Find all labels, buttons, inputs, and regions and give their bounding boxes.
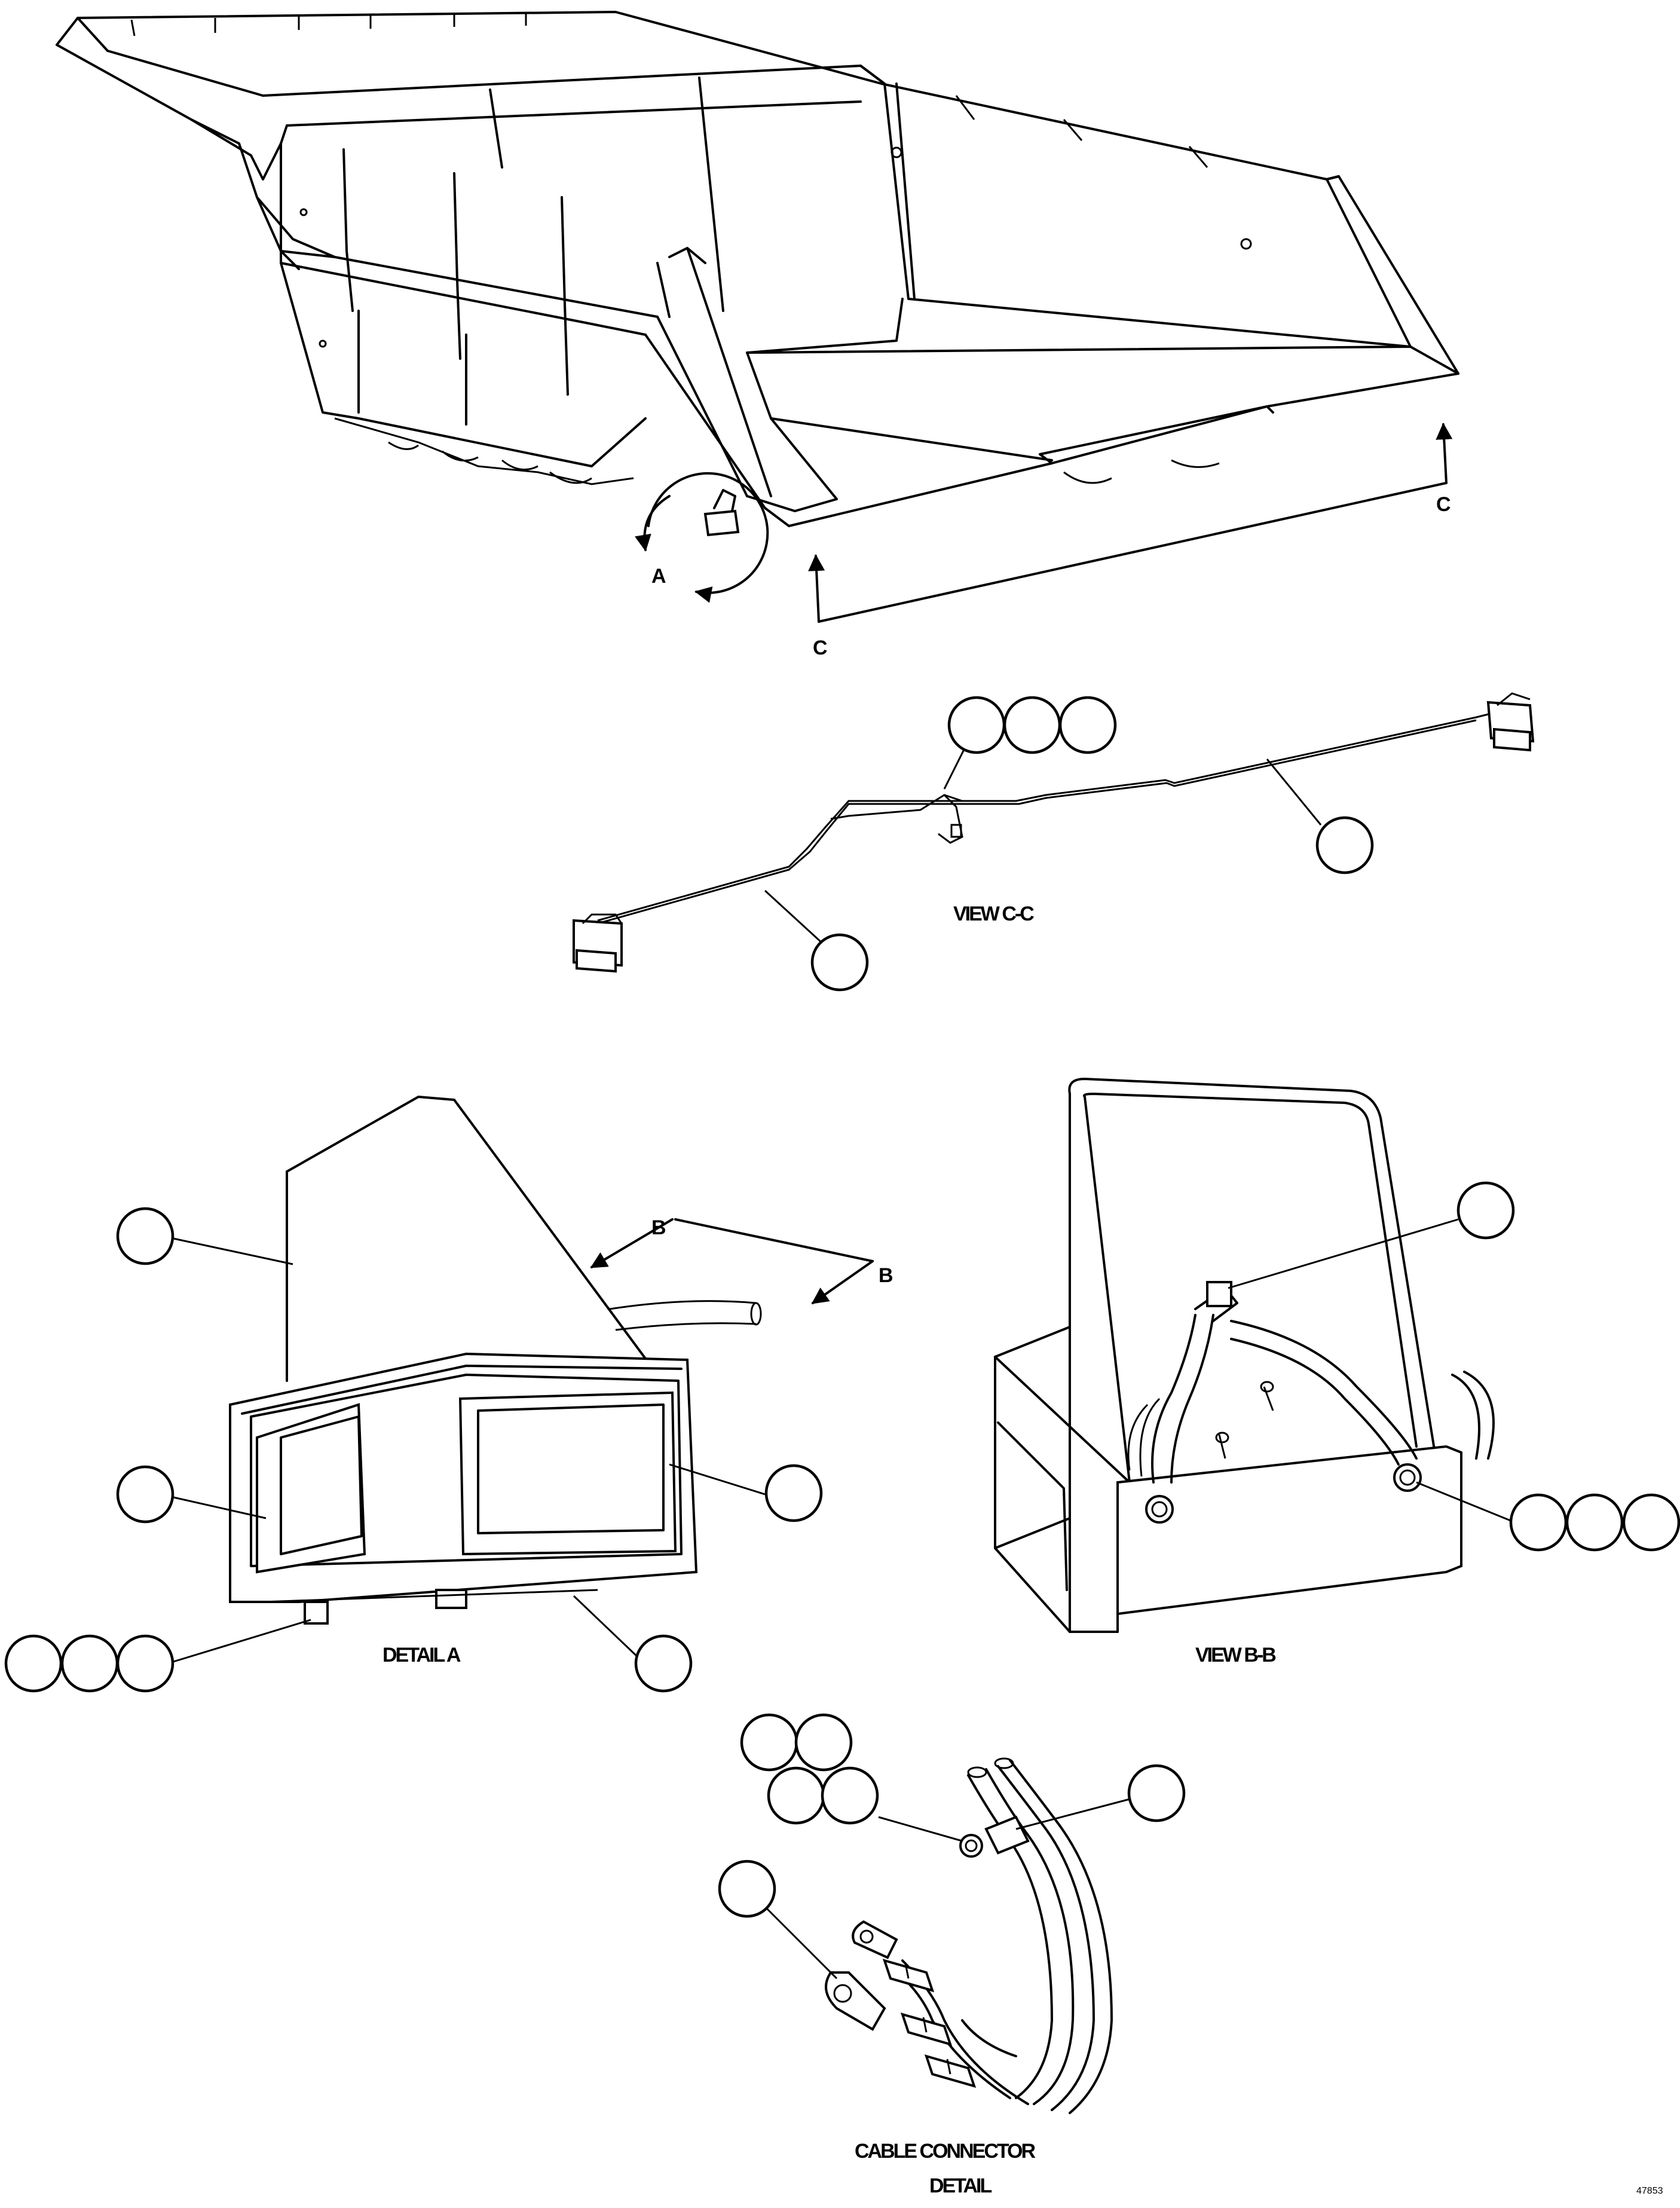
section-c-cut-line: C C [808,423,1453,659]
detail-a-label: DETAIL A [382,1644,461,1666]
section-letter-b-left: B [651,1216,666,1239]
section-letter-a: A [651,565,666,588]
detail-a-callout: A [635,472,769,603]
cable-connector-label-line1: CABLE CONNECTOR [855,2140,1035,2163]
dump-body-illustration [56,11,1459,537]
detail-a-illustration: B B DETAIL A [4,1096,893,1693]
drawing-number: 47853 [1636,2186,1663,2196]
section-letter-c-left: C [813,637,828,659]
view-cc-harness: VIEW C-C [573,692,1535,992]
view-cc-label: VIEW C-C [953,903,1034,925]
cable-connector-detail-illustration: CABLE CONNECTOR DETAIL [718,1713,1186,2197]
view-bb-label: VIEW B-B [1195,1644,1276,1666]
cable-connector-label-line2: DETAIL [929,2175,992,2197]
section-letter-c-right: C [1436,493,1451,516]
section-letter-b-right: B [879,1264,893,1287]
view-bb-illustration: VIEW B-B [994,1078,1680,1666]
